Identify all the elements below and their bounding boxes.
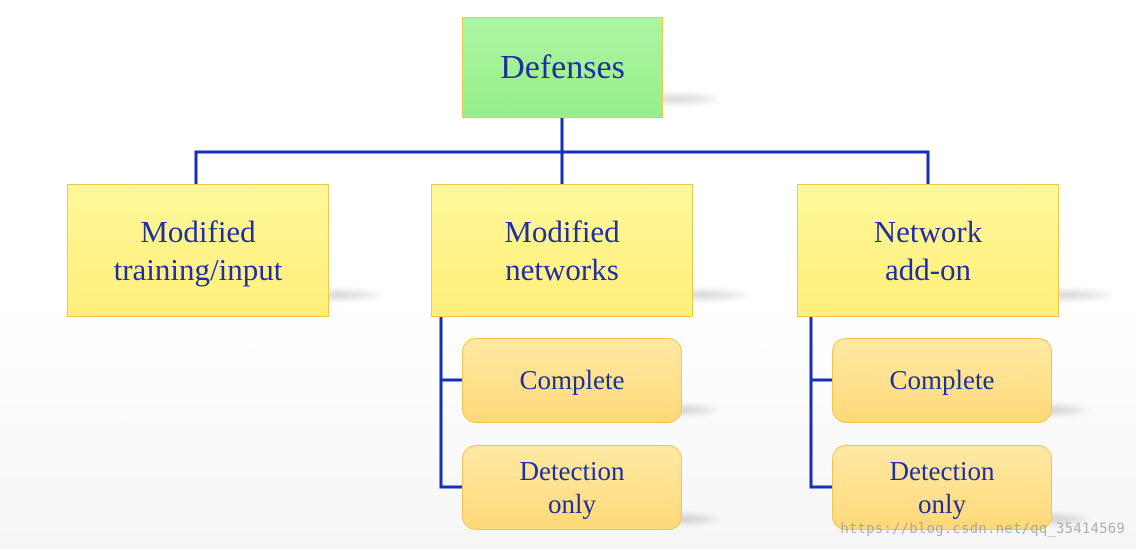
leaf-node-complete: Complete: [832, 338, 1052, 423]
leaf-3-1-label: Complete: [889, 365, 995, 396]
leaf-node-complete: Complete: [462, 338, 682, 423]
leaf-3-2-label-line-1: Detection: [889, 455, 995, 486]
branch-3-label-line-2: add-on: [884, 251, 972, 287]
leaf-node-detection-only: Detection only: [462, 445, 682, 530]
branch-1-label-line-2: training/input: [113, 251, 283, 287]
branch-3-label-line-1: Network: [873, 213, 983, 249]
leaf-2-2-label-line-1: Detection: [519, 455, 625, 486]
root-node: Defenses: [462, 17, 663, 118]
watermark-url: https://blog.csdn.net/qq_35414569: [840, 521, 1125, 537]
leaf-node-detection-only: Detection only: [832, 445, 1052, 530]
branch-node-modified-training-input: Modified training/input: [67, 184, 329, 317]
branch-node-modified-networks: Modified networks: [431, 184, 693, 317]
leaf-3-2-label-line-2: only: [917, 488, 966, 519]
branch-2-label-line-2: networks: [505, 251, 619, 287]
leaf-2-1-label: Complete: [519, 365, 625, 396]
branch-2-label-line-1: Modified: [504, 213, 620, 249]
root-label: Defenses: [500, 48, 625, 86]
branch-1-label-line-1: Modified: [140, 213, 256, 249]
leaf-2-2-label-line-2: only: [547, 488, 596, 519]
branch-node-network-add-on: Network add-on: [797, 184, 1059, 317]
